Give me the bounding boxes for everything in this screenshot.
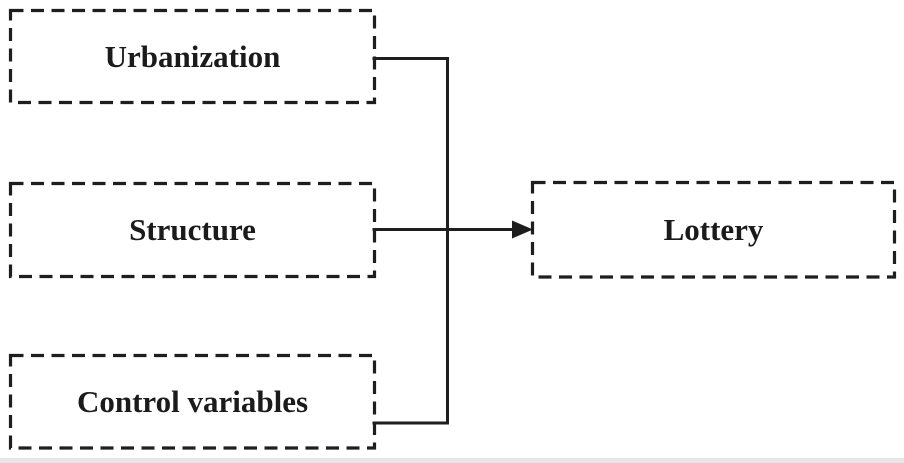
control-variables-box-border <box>8 353 377 450</box>
node-lottery: Lottery <box>532 182 895 277</box>
node-urbanization: Urbanization <box>10 10 375 103</box>
urbanization-label: Urbanization <box>104 38 281 74</box>
lottery-box-border <box>530 180 897 279</box>
merge-connector-line <box>372 57 449 425</box>
arrowhead-icon <box>512 220 533 239</box>
node-structure: Structure <box>10 183 375 277</box>
lottery-label: Lottery <box>663 211 764 247</box>
urbanization-box-border <box>8 8 377 105</box>
control-variables-label: Control variables <box>76 383 309 419</box>
bottom-edge-strip <box>0 458 904 463</box>
node-control-variables: Control variables <box>10 355 375 448</box>
structure-label: Structure <box>129 212 256 247</box>
